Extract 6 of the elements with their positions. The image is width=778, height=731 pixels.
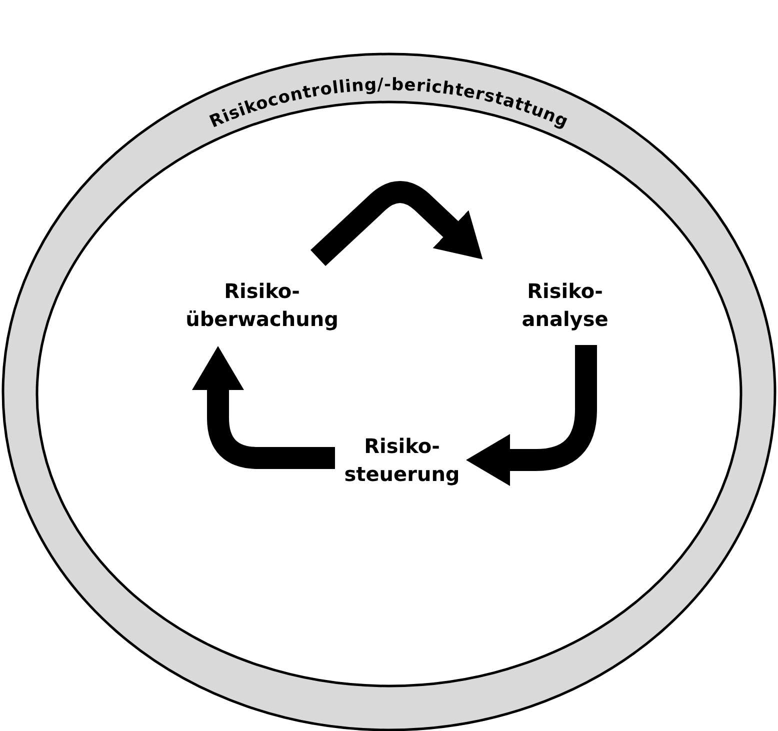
step-label: Risiko- überwachung (186, 277, 338, 333)
step-label: Risiko- analyse (522, 277, 608, 333)
arrow (192, 346, 335, 469)
arrow (310, 181, 483, 266)
arrow (466, 345, 597, 486)
step-label: Risiko- steuerung (344, 432, 460, 488)
